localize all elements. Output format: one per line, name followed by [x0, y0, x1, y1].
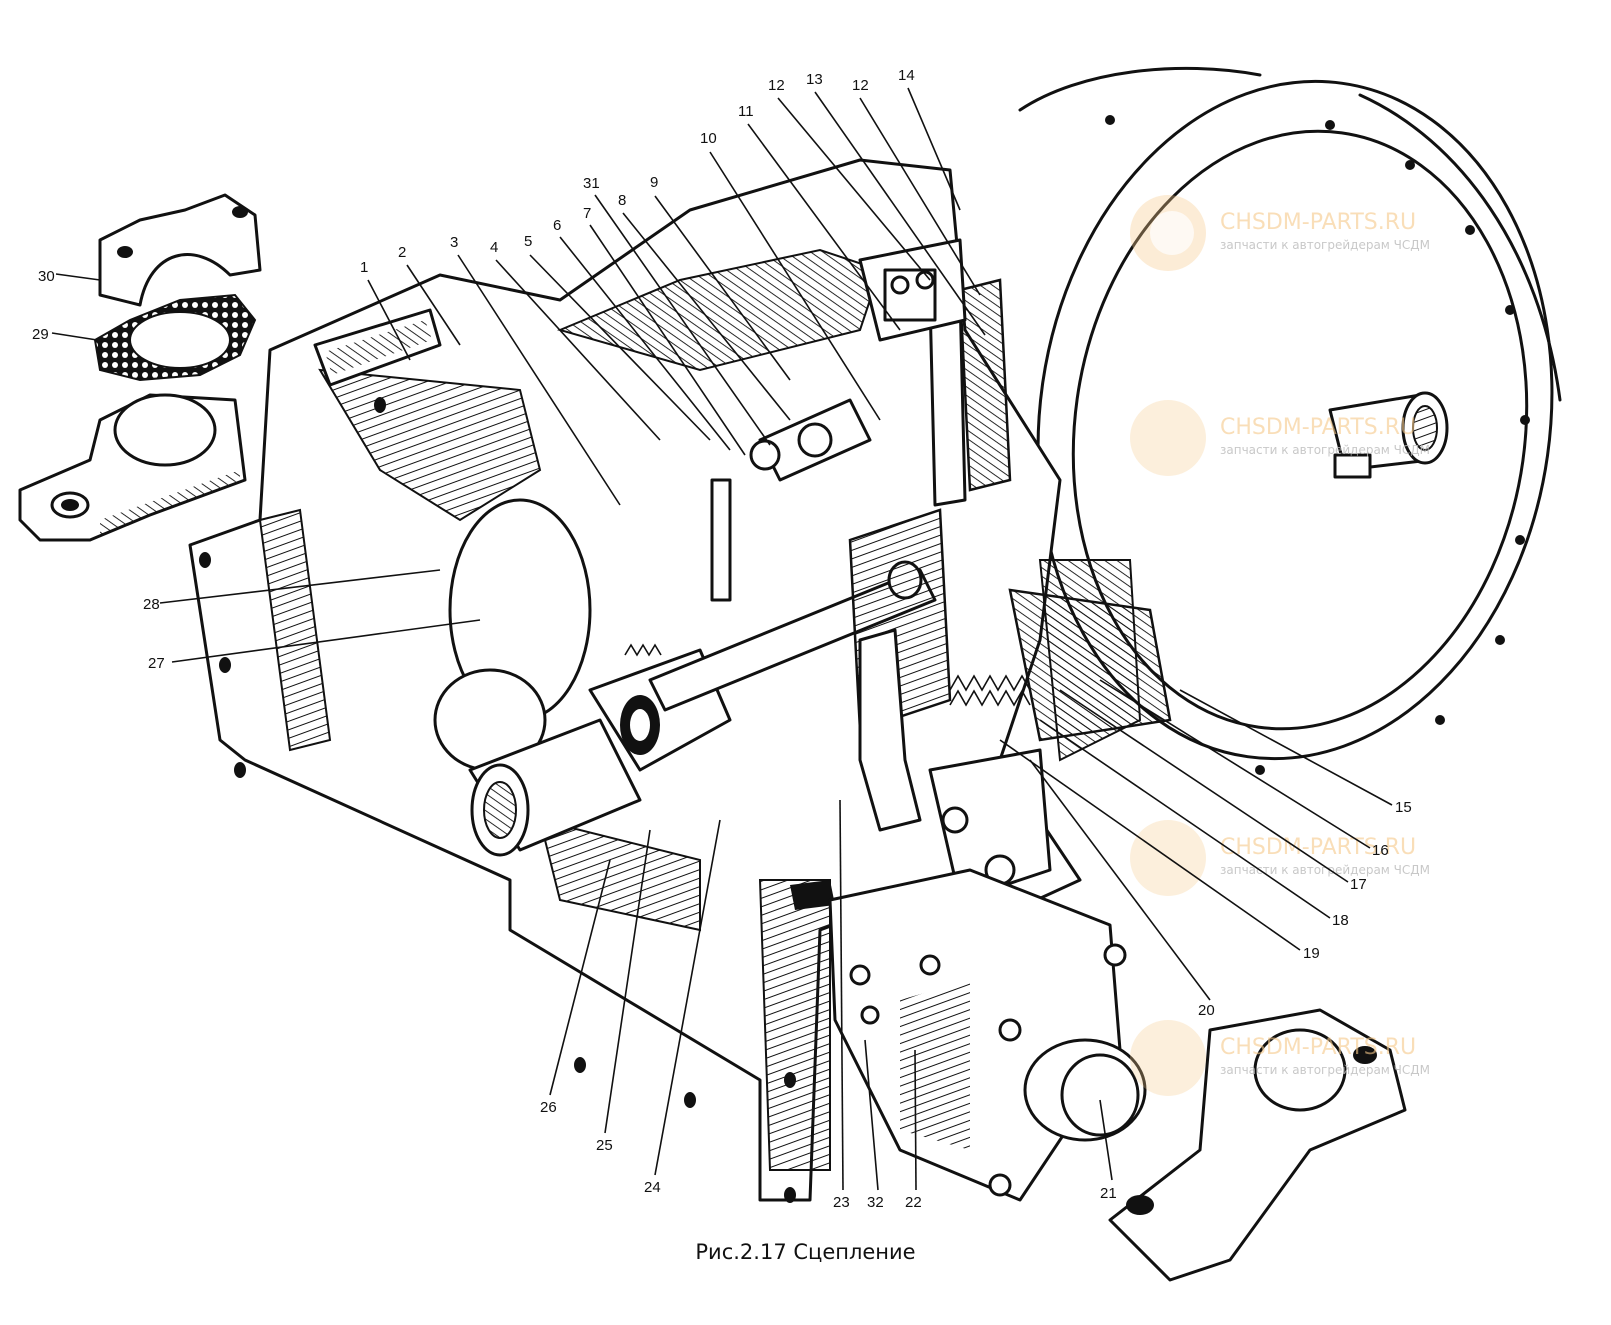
callout-24: 24: [644, 819, 721, 1196]
svg-text:30: 30: [38, 268, 55, 285]
callout-19: 19: [999, 739, 1320, 962]
svg-text:27: 27: [148, 655, 165, 672]
callouts: 1 2 3 4 5 6 7 31 8 9 10 11 12 13 12 14 1…: [32, 67, 1412, 1211]
svg-text:18: 18: [1332, 912, 1349, 929]
svg-text:5: 5: [524, 233, 532, 250]
callout-5: 5: [524, 233, 711, 441]
watermark: CHSDM-PARTS.RU запчасти к автогрейдерам …: [1130, 195, 1430, 1096]
callout-26: 26: [540, 859, 611, 1116]
figure-caption: Рис.2.17 Сцепление: [695, 1240, 916, 1264]
svg-text:15: 15: [1395, 799, 1412, 816]
svg-text:31: 31: [583, 175, 600, 192]
mounting-support: [18, 393, 247, 542]
svg-text:3: 3: [450, 234, 458, 251]
gasket: [93, 293, 257, 382]
svg-text:26: 26: [540, 1099, 557, 1116]
svg-text:25: 25: [596, 1137, 613, 1154]
svg-text:19: 19: [1303, 945, 1320, 962]
watermark-subtitle: запчасти к автогрейдерам ЧСДМ: [1220, 238, 1430, 252]
pipe-fitting: [1328, 391, 1449, 479]
callout-25: 25: [596, 829, 651, 1154]
watermark-instance: CHSDM-PARTS.RU запчасти к автогрейдерам …: [1130, 195, 1430, 271]
callout-3: 3: [450, 234, 621, 506]
callout-12b: 12: [852, 77, 981, 296]
svg-text:29: 29: [32, 326, 49, 343]
callout-7: 7: [583, 205, 746, 456]
svg-text:32: 32: [867, 1194, 884, 1211]
callout-17: 17: [1059, 689, 1367, 893]
svg-text:10: 10: [700, 130, 717, 147]
housing-bolt-holes: [199, 397, 796, 1203]
callout-13: 13: [806, 71, 986, 336]
watermark-instance: CHSDM-PARTS.RU запчасти к автогрейдерам …: [1130, 820, 1430, 896]
callout-20: 20: [1029, 759, 1215, 1019]
svg-text:28: 28: [143, 596, 160, 613]
callout-15: 15: [1179, 689, 1412, 816]
svg-text:17: 17: [1350, 876, 1367, 893]
flange-bolt-holes: [1105, 115, 1530, 775]
bearing-cap-lower-right: [1108, 1008, 1407, 1282]
callout-18: 18: [1039, 719, 1349, 929]
svg-text:1: 1: [360, 259, 368, 276]
callout-12a: 12: [768, 77, 931, 281]
callout-4: 4: [490, 239, 661, 441]
watermark-title: CHSDM-PARTS.RU: [1220, 415, 1416, 440]
svg-text:16: 16: [1372, 842, 1389, 859]
callout-29: 29: [32, 326, 111, 343]
bearing-cap-upper-left: [98, 193, 262, 307]
watermark-title: CHSDM-PARTS.RU: [1220, 1035, 1416, 1060]
svg-text:2: 2: [398, 244, 406, 261]
callout-23: 23: [833, 799, 850, 1211]
callout-21: 21: [1099, 1099, 1117, 1202]
pressure-springs: [624, 643, 1031, 707]
watermark-subtitle: запчасти к автогрейдерам ЧСДМ: [1220, 863, 1430, 877]
watermark-instance: CHSDM-PARTS.RU запчасти к автогрейдерам …: [1130, 400, 1430, 476]
callout-10: 10: [700, 130, 881, 421]
svg-text:20: 20: [1198, 1002, 1215, 1019]
svg-text:22: 22: [905, 1194, 922, 1211]
watermark-instance: CHSDM-PARTS.RU запчасти к автогрейдерам …: [1130, 1020, 1430, 1096]
svg-text:12: 12: [852, 77, 869, 94]
svg-text:13: 13: [806, 71, 823, 88]
watermark-subtitle: запчасти к автогрейдерам ЧСДМ: [1220, 1063, 1430, 1077]
svg-text:4: 4: [490, 239, 498, 256]
svg-text:23: 23: [833, 1194, 850, 1211]
callout-14: 14: [898, 67, 961, 211]
svg-text:12: 12: [768, 77, 785, 94]
callout-16: 16: [1099, 679, 1389, 859]
svg-text:8: 8: [618, 192, 626, 209]
callout-1: 1: [360, 259, 411, 361]
svg-text:21: 21: [1100, 1185, 1117, 1202]
svg-text:14: 14: [898, 67, 915, 84]
watermark-title: CHSDM-PARTS.RU: [1220, 835, 1416, 860]
watermark-title: CHSDM-PARTS.RU: [1220, 210, 1416, 235]
callout-27: 27: [148, 619, 481, 672]
callout-22: 22: [905, 1049, 922, 1211]
watermark-subtitle: запчасти к автогрейдерам ЧСДМ: [1220, 443, 1430, 457]
lower-bearing-housing: [828, 868, 1147, 1202]
callout-8: 8: [618, 192, 791, 421]
callout-32: 32: [864, 1039, 884, 1211]
callout-28: 28: [143, 569, 441, 613]
callout-31: 31: [583, 175, 771, 446]
svg-text:7: 7: [583, 205, 591, 222]
svg-text:24: 24: [644, 1179, 661, 1196]
callout-6: 6: [553, 217, 731, 451]
svg-text:6: 6: [553, 217, 561, 234]
svg-text:9: 9: [650, 174, 658, 191]
callout-2: 2: [398, 244, 461, 346]
callout-11: 11: [738, 103, 901, 331]
callout-30: 30: [38, 268, 101, 285]
callout-9: 9: [650, 174, 791, 381]
svg-text:11: 11: [738, 103, 754, 120]
